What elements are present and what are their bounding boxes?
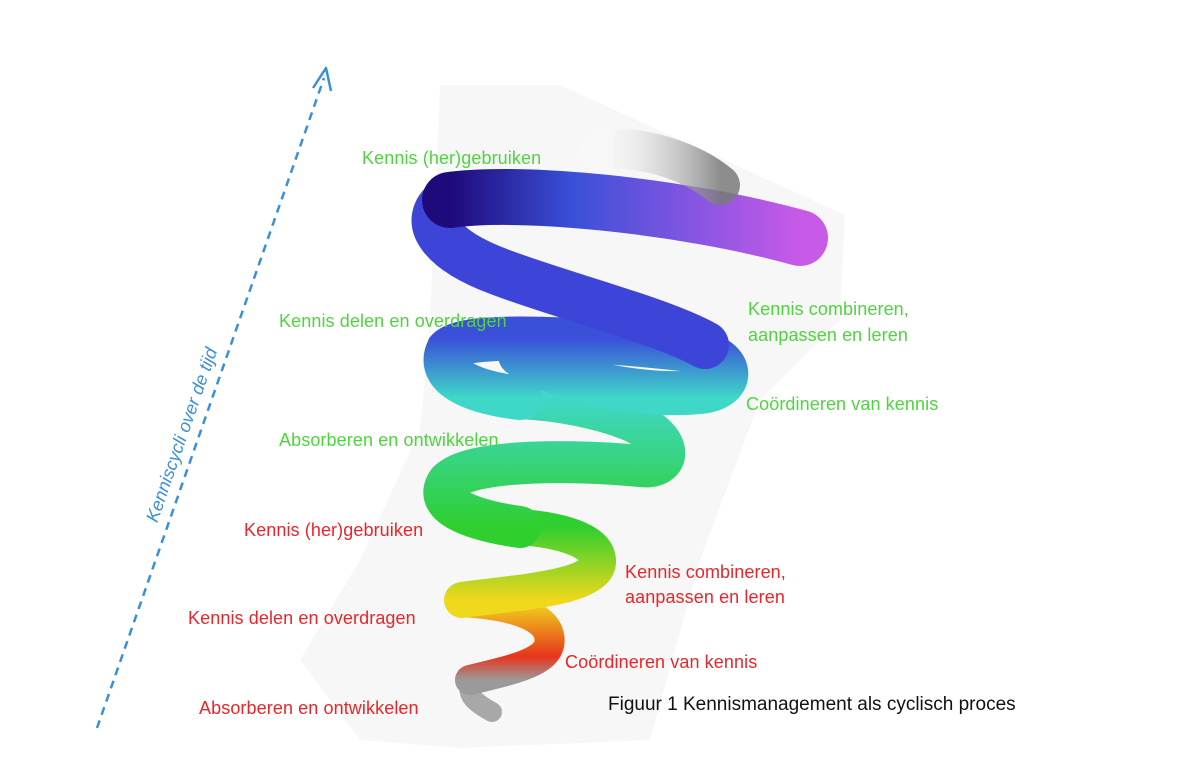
lower-combine-label-line2: aanpassen en leren (625, 587, 785, 607)
upper-combine-label-line1: Kennis combineren, (748, 299, 909, 319)
spiral-segment-top (422, 168, 828, 266)
figure-caption: Figuur 1 Kennismanagement als cyclisch p… (608, 694, 1016, 715)
lower-reuse-label: Kennis (her)gebruiken (244, 520, 424, 540)
upper-absorb-label: Absorberen en ontwikkelen (279, 430, 499, 450)
upper-share-label: Kennis delen en overdragen (279, 311, 507, 331)
upper-coordinate-label: Coördineren van kennis (746, 394, 939, 414)
lower-coordinate-label: Coördineren van kennis (565, 652, 758, 672)
upper-reuse-label: Kennis (her)gebruiken (362, 148, 542, 168)
lower-share-label: Kennis delen en overdragen (188, 608, 416, 628)
lower-absorb-label: Absorberen en ontwikkelen (199, 698, 419, 718)
spiral-segment-green (423, 377, 686, 548)
axis-arrow-head (311, 66, 333, 92)
spiral-segment-yellow (444, 509, 616, 618)
axis-arrow-line (95, 77, 326, 729)
spiral-segment-tail (580, 129, 740, 205)
upper-combine-label-line2: aanpassen en leren (748, 325, 908, 345)
lower-combine-label-line1: Kennis combineren, (625, 562, 786, 582)
